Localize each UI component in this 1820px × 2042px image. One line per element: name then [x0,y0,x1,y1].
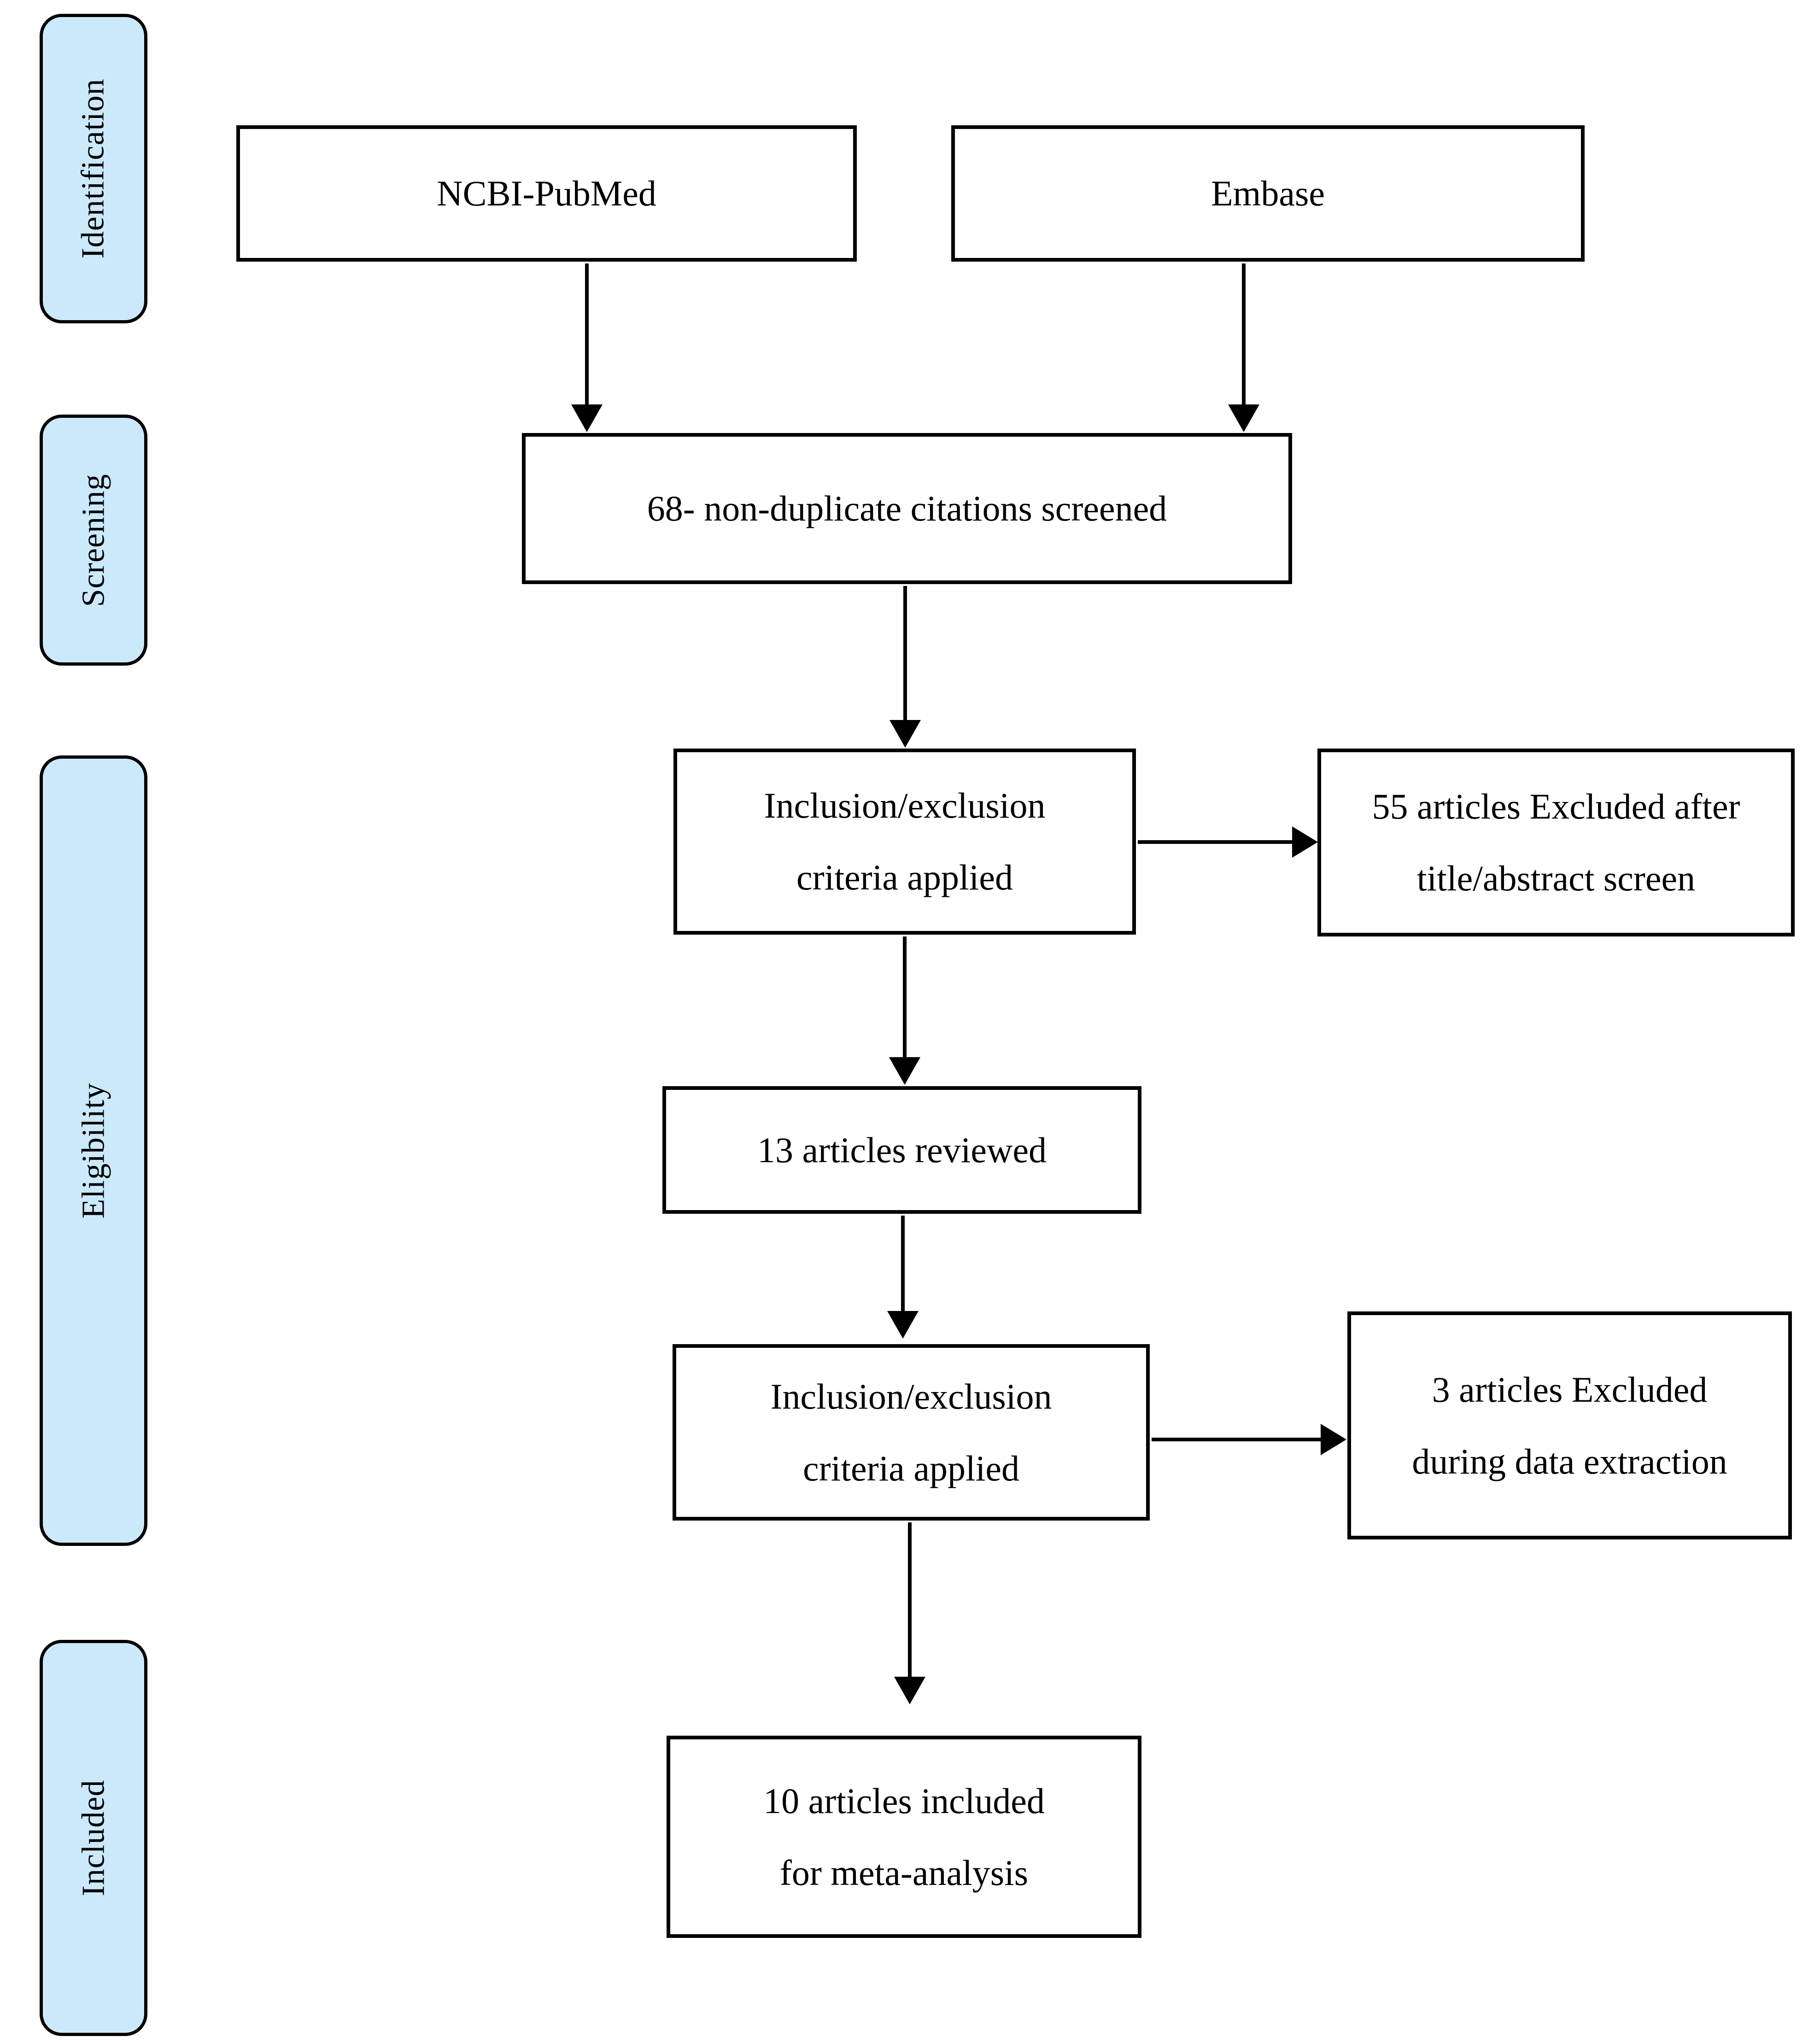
box-included-meta-analysis-line1: 10 articles included [763,1780,1045,1821]
box-excluded-title-abstract: 55 articles Excluded after title/abstrac… [1317,749,1795,936]
box-embase-label: Embase [1211,173,1325,213]
arrow-screened-to-criteria-1 [890,586,921,748]
arrow-criteria-2-to-excluded-data-extraction [1152,1424,1346,1455]
stage-screening-label: Screening [76,474,111,607]
box-pubmed: NCBI-PubMed [236,125,857,262]
box-criteria-1-line2: criteria applied [796,857,1013,897]
stage-eligibility-label: Eligibility [76,1082,111,1219]
box-embase: Embase [951,125,1585,262]
box-screened: 68- non-duplicate citations screened [522,433,1292,584]
box-excluded-data-extraction-line1: 3 articles Excluded [1432,1369,1708,1410]
box-excluded-title-abstract-line2: title/abstract screen [1416,858,1696,898]
box-reviewed: 13 articles reviewed [662,1086,1141,1214]
arrow-criteria-2-to-included-meta-analysis [894,1522,925,1704]
box-pubmed-label: NCBI-PubMed [437,173,656,213]
arrow-criteria-1-to-excluded-title-abstract [1138,826,1318,858]
box-screened-label: 68- non-duplicate citations screened [647,488,1167,528]
arrow-criteria-1-to-reviewed [889,936,920,1085]
stage-identification-label: Identification [76,78,111,259]
box-criteria-1-line1: Inclusion/exclusion [764,785,1046,825]
box-criteria-2-line2: criteria applied [803,1448,1019,1488]
box-included-meta-analysis-line2: for meta-analysis [779,1852,1029,1893]
stage-screening: Screening [40,415,147,666]
stage-included: Included [40,1640,147,2036]
stage-eligibility: Eligibility [40,755,147,1546]
stage-included-label: Included [76,1779,111,1896]
arrow-pubmed-to-screened [571,263,603,432]
arrow-embase-to-screened [1228,263,1259,432]
box-excluded-data-extraction-line2: during data extraction [1412,1441,1727,1481]
box-reviewed-label: 13 articles reviewed [757,1129,1047,1170]
stage-identification: Identification [40,14,147,323]
box-criteria-1: Inclusion/exclusion criteria applied [673,749,1136,935]
box-included-meta-analysis: 10 articles included for meta-analysis [667,1736,1141,1938]
box-criteria-2-line1: Inclusion/exclusion [770,1376,1052,1416]
arrow-reviewed-to-criteria-2 [887,1216,919,1339]
box-excluded-data-extraction: 3 articles Excluded during data extracti… [1347,1311,1792,1539]
box-excluded-title-abstract-line1: 55 articles Excluded after [1372,786,1740,826]
box-criteria-2: Inclusion/exclusion criteria applied [673,1344,1150,1521]
